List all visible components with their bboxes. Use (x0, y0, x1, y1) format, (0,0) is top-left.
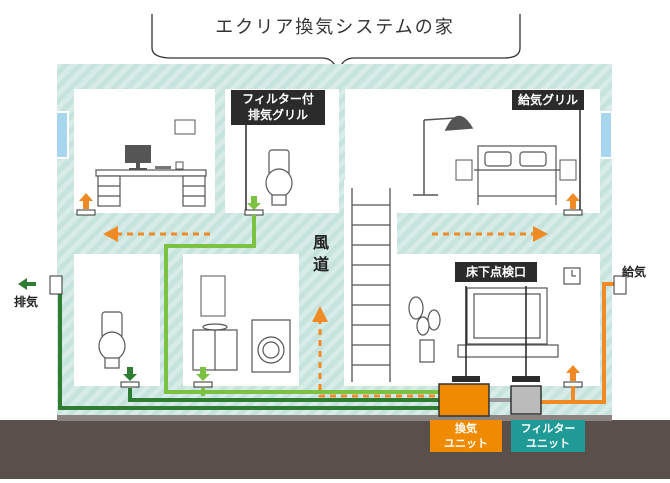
callout-underfloor-hatch: 床下点検口 (455, 262, 537, 282)
washing-machine-icon (251, 319, 291, 373)
supply-grille-bedroom (563, 209, 583, 216)
floor-lamp-icon (413, 115, 474, 196)
hatch-cover-right (512, 376, 540, 382)
window-right (599, 111, 613, 159)
ladder-icon (351, 188, 391, 382)
bed-icon (474, 145, 560, 205)
vanity-icon (192, 323, 238, 371)
ventilation-unit-label: 換気 ユニット (430, 421, 502, 451)
tv-icon (457, 287, 559, 358)
monitor-icon (125, 145, 151, 170)
supply-arrow-up-living (566, 365, 580, 381)
callout-supply-grille: 給気グリル (512, 90, 584, 110)
exhaust-arrow-down-toilet (123, 367, 137, 381)
toilet-upper-icon (265, 149, 293, 206)
callout-line-1: フィルター付 (242, 92, 314, 106)
airflow-arrow-left-head (103, 226, 118, 242)
exhaust-hood-icon (49, 275, 63, 295)
duct-label-char-2: 道 (312, 255, 329, 274)
diagram-title: エクリア換気システムの家 (215, 17, 455, 38)
callout-leaders (245, 108, 581, 210)
outside-exhaust-label: 排気 (14, 295, 39, 309)
clock-icon (563, 267, 581, 285)
window-left (55, 111, 69, 159)
exhaust-duct-dark (58, 283, 440, 410)
ventilation-unit-label-box (430, 420, 502, 452)
supply-arrow-up-study (79, 193, 93, 209)
filter-unit-label-1: フィルター (520, 422, 576, 435)
toilet-lower-icon (98, 311, 126, 369)
filter-unit-label-2: ユニット (526, 437, 570, 450)
supply-duct (540, 282, 618, 404)
ventilation-unit-label-1: 換気 (455, 422, 477, 435)
mug-icon (175, 161, 184, 170)
desk-icon (95, 169, 207, 207)
wall-frame-icon (174, 119, 196, 135)
airflow-arrow-up (318, 322, 435, 398)
mirror-icon (200, 275, 226, 317)
filter-unit-label: フィルター ユニット (511, 421, 585, 451)
supply-grille-study (76, 209, 96, 216)
duct-label: 風 道 (311, 232, 331, 276)
plant-icon (408, 296, 441, 363)
outside-supply-label: 給気 (622, 265, 647, 279)
callout-line-2: 排気グリル (247, 108, 308, 122)
exhaust-grille-toilet (120, 381, 140, 388)
hatch-lines (465, 286, 527, 376)
exhaust-duct-light (164, 215, 440, 396)
airflow-arrow-right-head (533, 226, 548, 242)
supply-hood-icon (613, 275, 627, 295)
duct-label-char-1: 風 (312, 233, 329, 252)
exhaust-grille-washroom (193, 381, 213, 388)
airflow-arrow-up-head (312, 306, 328, 322)
stairwell (344, 180, 397, 386)
nightstand-right-icon (559, 159, 577, 181)
ventilation-unit-label-2: ユニット (444, 437, 488, 450)
keyboard-icon (155, 166, 171, 169)
exhaust-arrow-down-upper (247, 196, 261, 210)
exhaust-grille-upper (244, 209, 264, 216)
exhaust-outside-arrow-icon (18, 278, 36, 290)
exhaust-arrow-down-washroom (196, 367, 210, 381)
nightstand-left-icon (455, 159, 473, 181)
hatch-cover-left (452, 376, 480, 382)
supply-arrow-up-bedroom (566, 193, 580, 209)
foundation-edge (57, 415, 612, 421)
filter-unit-label-box (511, 420, 585, 452)
callout-filter-exhaust-grille: フィルター付 排気グリル (231, 90, 325, 125)
ventilation-unit (438, 383, 490, 417)
filter-unit (510, 385, 542, 415)
